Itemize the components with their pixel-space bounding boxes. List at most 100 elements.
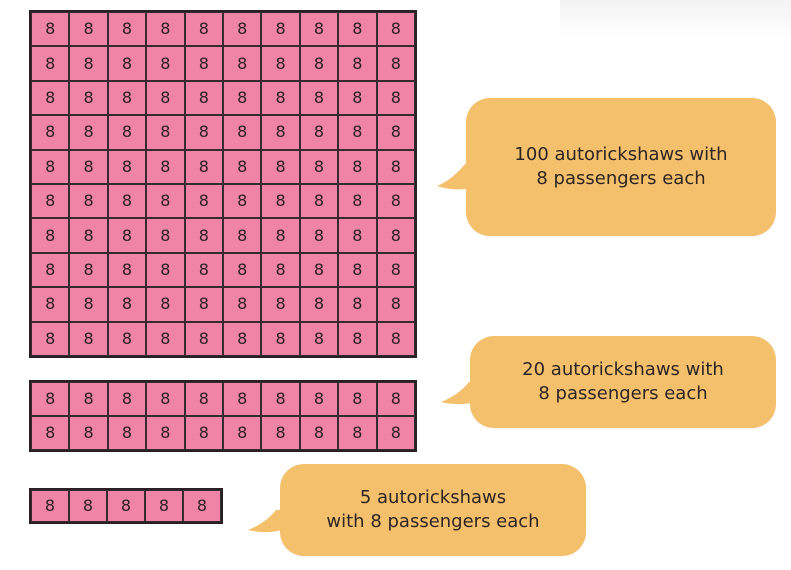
autorickshaw-cell: 8 [261, 80, 300, 116]
autorickshaw-cell: 8 [376, 12, 415, 47]
autorickshaw-cell: 8 [107, 287, 147, 322]
autorickshaw-cell: 8 [261, 218, 300, 253]
autorickshaw-cell: 8 [184, 80, 223, 116]
autorickshaw-cell: 8 [31, 416, 70, 450]
autorickshaw-cell: 8 [146, 321, 185, 356]
autorickshaw-cell: 8 [146, 252, 185, 288]
autorickshaw-cell: 8 [299, 416, 339, 450]
autorickshaw-cell: 8 [184, 184, 223, 219]
autorickshaw-cell: 8 [69, 149, 108, 184]
autorickshaw-cell: 8 [376, 184, 415, 219]
caption-line: 100 autorickshaws with [514, 143, 728, 165]
autorickshaw-cell: 8 [261, 252, 300, 288]
autorickshaw-cell: 8 [31, 184, 70, 219]
speech-bubble-100: 100 autorickshaws with 8 passengers each [466, 98, 776, 236]
autorickshaw-cell: 8 [107, 490, 145, 522]
autorickshaw-cell: 8 [184, 149, 223, 184]
autorickshaw-cell: 8 [338, 287, 377, 322]
autorickshaw-cell: 8 [31, 252, 70, 288]
caption-line: 20 autorickshaws with [522, 358, 724, 380]
autorickshaw-cell: 8 [184, 321, 223, 356]
autorickshaw-cell: 8 [69, 416, 108, 450]
autorickshaw-cell: 8 [223, 46, 262, 81]
autorickshaw-cell: 8 [299, 184, 339, 219]
speech-bubble-5: 5 autorickshaws with 8 passengers each [280, 464, 586, 556]
autorickshaw-cell: 8 [69, 490, 107, 522]
autorickshaw-cell: 8 [69, 252, 108, 288]
autorickshaw-cell: 8 [184, 252, 223, 288]
autorickshaw-cell: 8 [376, 115, 415, 150]
autorickshaw-cell: 8 [184, 416, 223, 450]
autorickshaw-cell: 8 [376, 382, 415, 416]
autorickshaw-cell: 8 [69, 287, 108, 322]
autorickshaw-cell: 8 [261, 287, 300, 322]
autorickshaw-cell: 8 [376, 218, 415, 253]
autorickshaw-cell: 8 [31, 149, 70, 184]
caption-line: 8 passengers each [536, 168, 706, 189]
autorickshaw-cell: 8 [223, 416, 262, 450]
autorickshaw-cell: 8 [223, 80, 262, 116]
autorickshaw-cell: 8 [107, 46, 147, 81]
autorickshaw-cell: 8 [107, 416, 147, 450]
autorickshaw-cell: 8 [31, 382, 70, 416]
autorickshaw-cell: 8 [338, 416, 377, 450]
autorickshaw-cell: 8 [107, 382, 147, 416]
autorickshaw-cell: 8 [107, 218, 147, 253]
autorickshaw-cell: 8 [223, 218, 262, 253]
autorickshaw-cell: 8 [338, 252, 377, 288]
autorickshaw-cell: 8 [261, 184, 300, 219]
autorickshaw-cell: 8 [184, 287, 223, 322]
autorickshaw-cell: 8 [338, 12, 377, 47]
autorickshaw-cell: 8 [376, 321, 415, 356]
autorickshaw-cell: 8 [31, 46, 70, 81]
autorickshaw-cell: 8 [69, 12, 108, 47]
autorickshaw-cell: 8 [184, 12, 223, 47]
autorickshaw-cell: 8 [223, 115, 262, 150]
autorickshaw-cell: 8 [107, 184, 147, 219]
autorickshaw-cell: 8 [69, 184, 108, 219]
autorickshaw-cell: 8 [146, 46, 185, 81]
autorickshaw-cell: 8 [31, 218, 70, 253]
autorickshaw-cell: 8 [183, 490, 221, 522]
autorickshaw-cell: 8 [261, 149, 300, 184]
autorickshaw-cell: 8 [107, 80, 147, 116]
autorickshaw-cell: 8 [146, 149, 185, 184]
autorickshaw-cell: 8 [261, 12, 300, 47]
autorickshaw-cell: 8 [299, 149, 339, 184]
autorickshaw-cell: 8 [107, 115, 147, 150]
autorickshaw-cell: 8 [376, 46, 415, 81]
caption-line: 5 autorickshaws [359, 486, 507, 508]
autorickshaw-cell: 8 [223, 149, 262, 184]
autorickshaw-cell: 8 [107, 149, 147, 184]
autorickshaw-cell: 8 [31, 115, 70, 150]
autorickshaw-cell: 8 [146, 218, 185, 253]
autorickshaw-cell: 8 [338, 184, 377, 219]
autorickshaw-cell: 8 [261, 115, 300, 150]
autorickshaw-cell: 8 [146, 287, 185, 322]
autorickshaw-cell: 8 [338, 80, 377, 116]
autorickshaw-cell: 8 [31, 12, 70, 47]
caption-line: with 8 passengers each [326, 511, 540, 532]
autorickshaw-cell: 8 [338, 321, 377, 356]
autorickshaw-cell: 8 [184, 382, 223, 416]
autorickshaw-cell: 8 [376, 80, 415, 116]
autorickshaw-cell: 8 [299, 46, 339, 81]
autorickshaw-cell: 8 [31, 287, 70, 322]
autorickshaw-cell: 8 [184, 115, 223, 150]
autorickshaw-cell: 8 [69, 382, 108, 416]
autorickshaw-cell: 8 [299, 287, 339, 322]
autorickshaw-cell: 8 [184, 46, 223, 81]
autorickshaw-cell: 8 [299, 218, 339, 253]
autorickshaw-cell: 8 [376, 252, 415, 288]
top-right-fade [560, 0, 791, 40]
autorickshaw-cell: 8 [146, 115, 185, 150]
autorickshaw-cell: 8 [299, 115, 339, 150]
autorickshaw-cell: 8 [338, 115, 377, 150]
autorickshaw-cell: 8 [223, 321, 262, 356]
autorickshaw-cell: 8 [107, 321, 147, 356]
autorickshaw-cell: 8 [299, 382, 339, 416]
autorickshaw-cell: 8 [223, 12, 262, 47]
autorickshaw-cell: 8 [299, 12, 339, 47]
